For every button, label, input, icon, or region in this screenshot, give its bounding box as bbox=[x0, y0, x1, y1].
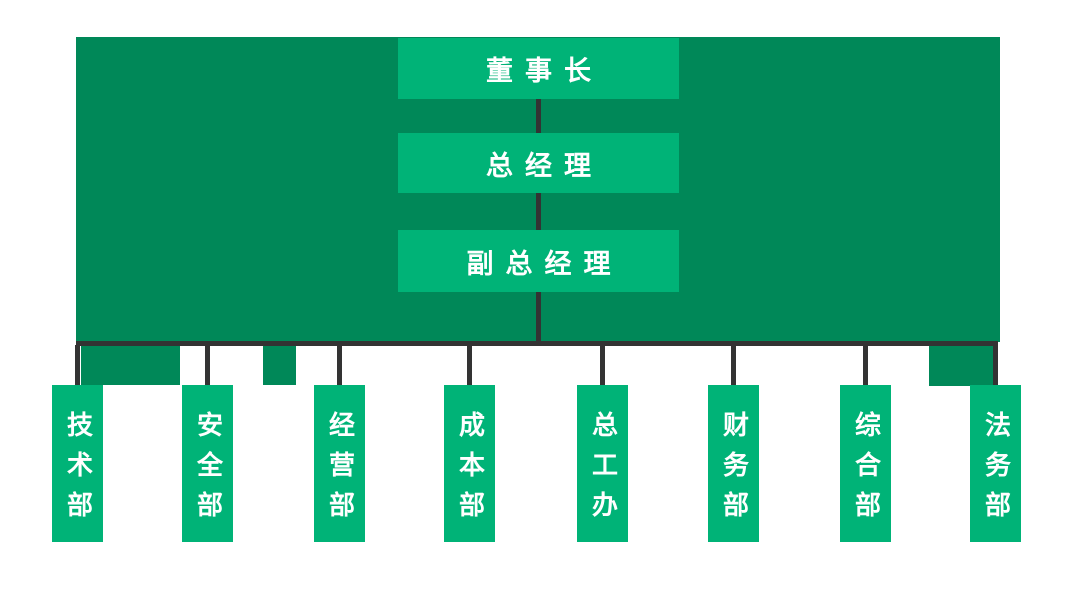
dept-box-chief-engineer-office: 总工办 bbox=[577, 385, 628, 542]
dept-box-general-affairs: 综合部 bbox=[840, 385, 891, 542]
panel-tab-right bbox=[929, 340, 995, 386]
dept-box-finance: 财务部 bbox=[708, 385, 759, 542]
node-chairman: 董事长 bbox=[398, 38, 679, 99]
dept-label-cost: 成本部 bbox=[454, 410, 485, 531]
connector-dept-3 bbox=[337, 345, 342, 387]
dept-label-safety: 安全部 bbox=[192, 410, 223, 531]
node-deputy-general-manager-label: 副总经理 bbox=[466, 248, 623, 280]
connector-deputy-to-trunk bbox=[536, 291, 541, 343]
panel-tab-small bbox=[263, 340, 296, 385]
dept-label-finance: 财务部 bbox=[718, 410, 749, 531]
dept-box-legal: 法务部 bbox=[970, 385, 1021, 542]
dept-label-general-affairs: 综合部 bbox=[850, 410, 881, 531]
node-chairman-label: 董事长 bbox=[486, 56, 603, 87]
node-general-manager-label: 总经理 bbox=[486, 150, 603, 182]
dept-box-operations: 经营部 bbox=[314, 385, 365, 542]
dept-box-safety: 安全部 bbox=[182, 385, 233, 542]
connector-dept-7 bbox=[863, 345, 868, 387]
connector-dept-1 bbox=[75, 345, 80, 387]
connector-dept-4 bbox=[467, 345, 472, 387]
dept-box-cost: 成本部 bbox=[444, 385, 495, 542]
connector-chairman-to-gm bbox=[536, 98, 541, 135]
connector-trunk-line bbox=[76, 341, 998, 346]
node-general-manager: 总经理 bbox=[398, 133, 679, 193]
connector-dept-5 bbox=[600, 345, 605, 387]
connector-dept-2 bbox=[205, 345, 210, 387]
connector-dept-8 bbox=[993, 345, 998, 387]
connector-dept-6 bbox=[731, 345, 736, 387]
dept-label-chief-engineer-office: 总工办 bbox=[587, 410, 618, 531]
dept-label-operations: 经营部 bbox=[324, 410, 355, 531]
node-deputy-general-manager: 副总经理 bbox=[398, 230, 679, 292]
panel-tab-left bbox=[81, 340, 180, 385]
connector-gm-to-deputy bbox=[536, 192, 541, 232]
dept-box-technology: 技术部 bbox=[52, 385, 103, 542]
dept-label-technology: 技术部 bbox=[62, 410, 93, 531]
dept-label-legal: 法务部 bbox=[980, 410, 1011, 531]
